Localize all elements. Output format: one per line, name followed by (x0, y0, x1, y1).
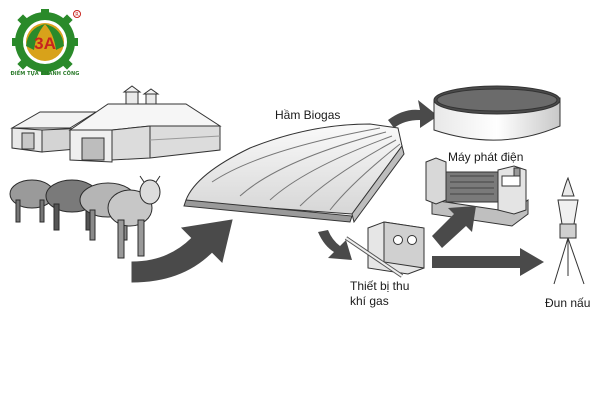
gas-collector-label: Thiết bị thu khí gas (350, 279, 410, 308)
generator-icon (425, 157, 529, 227)
arrow-icon (388, 100, 438, 128)
burner-icon (553, 176, 585, 285)
svg-text:R: R (75, 12, 79, 18)
cow-icon (9, 175, 161, 259)
arrow-icon (432, 248, 544, 276)
generator-label: Máy phát điện (448, 150, 524, 164)
digester-label: Hầm Biogas (275, 108, 341, 122)
cooking-label: Đun nấu (545, 296, 591, 310)
brand-logo: 3A R (6, 6, 84, 80)
arrow-icon (131, 219, 233, 283)
logo-text: 3A (34, 34, 56, 53)
storage-tank-icon (433, 85, 561, 141)
gas-meter-icon (344, 221, 425, 278)
arrow-icon (432, 206, 476, 248)
arrow-icon (318, 230, 352, 260)
barn-icon (10, 85, 222, 163)
leaf-icon (26, 24, 64, 50)
brand-tagline: ĐIỂM TỰA THÀNH CÔNG (10, 71, 80, 77)
biogas-dome-icon (183, 123, 405, 224)
